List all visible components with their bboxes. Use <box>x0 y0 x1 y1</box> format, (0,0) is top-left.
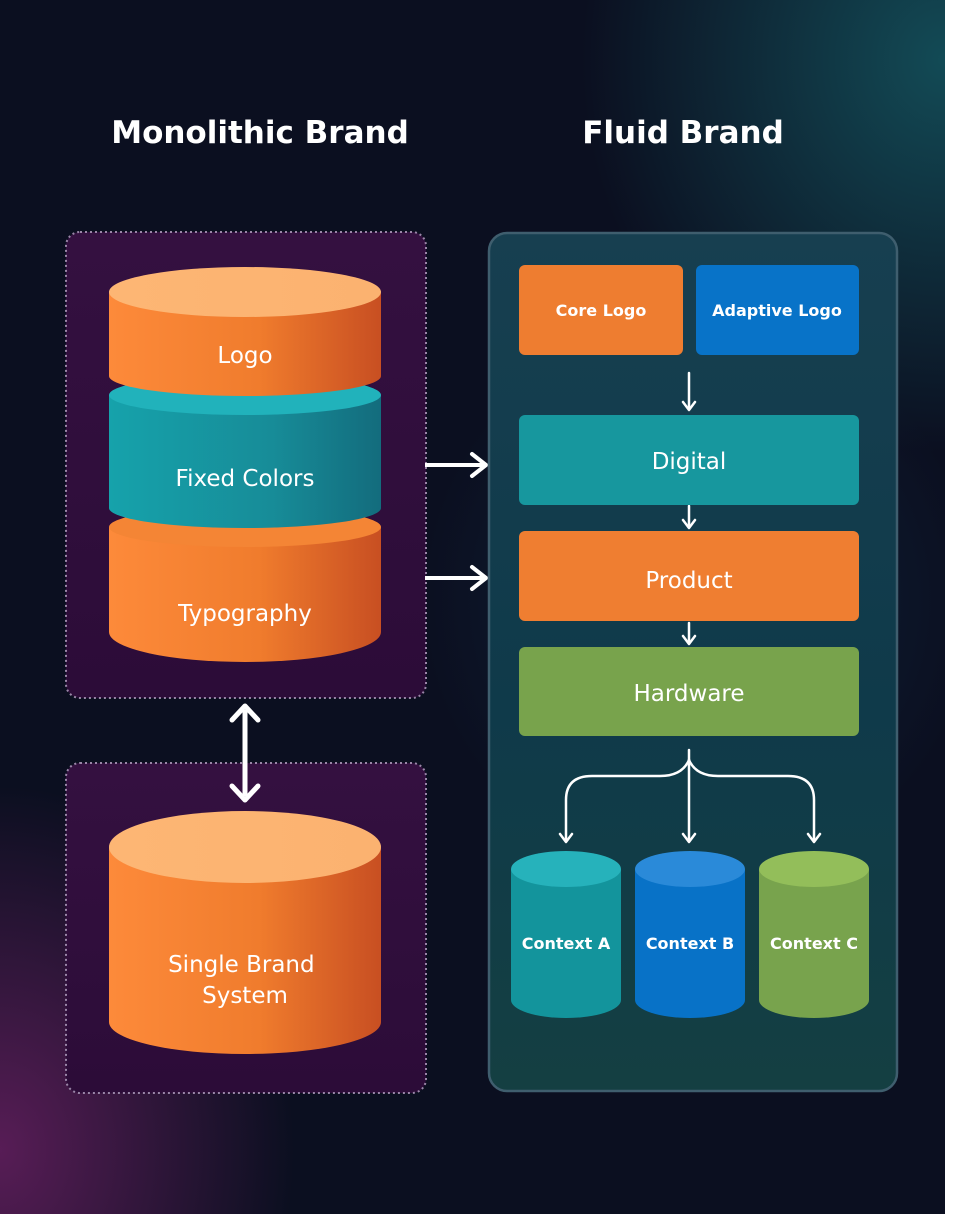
fixed-colors-label: Fixed Colors <box>176 466 315 492</box>
core-logo-box: Core Logo <box>519 265 683 355</box>
product-box: Product <box>519 531 859 621</box>
digital-box: Digital <box>519 415 859 505</box>
typography-layer: Typography <box>109 507 381 662</box>
typography-label: Typography <box>177 601 312 627</box>
context-b-cylinder: Context B <box>635 851 745 1018</box>
logo-layer: Logo <box>109 267 381 396</box>
single-brand-line-1: Single Brand <box>168 952 315 978</box>
logo-label: Logo <box>217 343 272 369</box>
adaptive-logo-box: Adaptive Logo <box>696 265 859 355</box>
hardware-box: Hardware <box>519 647 859 736</box>
hardware-label: Hardware <box>633 681 744 707</box>
flow-arrows <box>681 371 697 646</box>
branch-connector <box>558 748 822 844</box>
fixed-colors-layer: Fixed Colors <box>109 375 381 528</box>
context-a-cylinder: Context A <box>511 851 621 1018</box>
fluid-brand-title: Fluid Brand <box>582 115 784 151</box>
bidirectional-arrow <box>229 703 261 803</box>
context-c-label: Context C <box>770 934 858 953</box>
connector-arrows <box>425 452 488 591</box>
context-b-label: Context B <box>646 934 734 953</box>
single-brand-line-2: System <box>202 983 288 1009</box>
context-a-label: Context A <box>522 934 611 953</box>
product-label: Product <box>645 568 732 594</box>
single-brand-system-label: Single Brand System <box>168 952 322 1009</box>
core-logo-label: Core Logo <box>556 301 647 320</box>
adaptive-logo-label: Adaptive Logo <box>712 301 842 320</box>
digital-label: Digital <box>652 449 727 475</box>
monolithic-brand-title: Monolithic Brand <box>111 115 409 151</box>
single-brand-system-cylinder: Single Brand System <box>109 811 381 1054</box>
context-c-cylinder: Context C <box>759 851 869 1018</box>
